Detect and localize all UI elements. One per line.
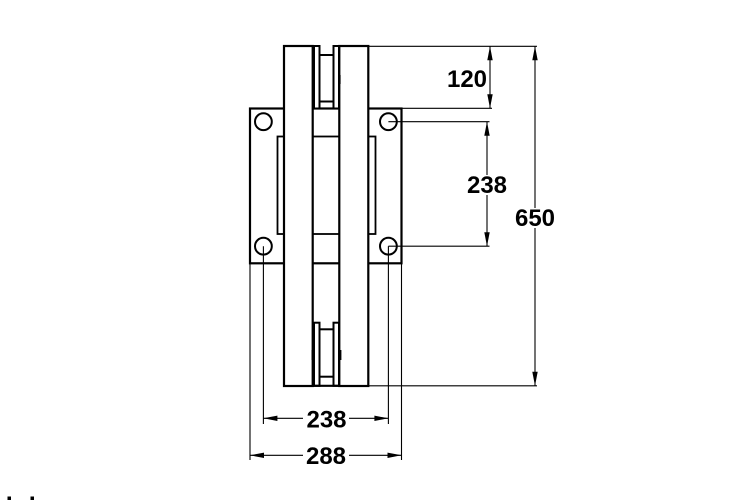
dim-label-120: 120 (447, 66, 487, 93)
dim-label-238v: 238 (467, 172, 507, 199)
dimension-top-offset: 120 (447, 46, 493, 109)
hole-top-left (254, 112, 273, 132)
arrow-left-icon (263, 415, 278, 421)
dim-label-mask (303, 446, 349, 466)
arrow-right-icon (387, 452, 402, 458)
dim-label-mask (465, 175, 509, 195)
bottom-roller-right-tick (339, 350, 342, 360)
arrow-down-icon (487, 94, 493, 109)
caption-mark (30, 496, 34, 500)
dim-label-mask (303, 409, 349, 429)
dim-label-288: 288 (306, 443, 346, 470)
top-roller (312, 45, 341, 110)
top-roller-left-tick (312, 75, 314, 84)
arrow-left-icon (250, 452, 264, 458)
dim-label-mask (513, 208, 557, 228)
cropped-caption-fragment (7, 496, 34, 500)
extension-lines (249, 45, 537, 460)
bottom-roller-left-tick (311, 350, 314, 360)
arrow-up-icon (487, 46, 493, 61)
dimension-hole-spacing-horizontal: 238 (263, 407, 389, 434)
dimension-overall-height: 650 (513, 46, 557, 386)
bottom-roller (311, 321, 342, 387)
top-roller-right-tick (339, 75, 341, 84)
arrow-right-icon (374, 415, 389, 421)
dim-label-650: 650 (515, 205, 555, 232)
dim-label-238h: 238 (306, 407, 346, 434)
caption-mark (7, 496, 11, 500)
guide-bars (282, 44, 370, 388)
left-bar (282, 44, 314, 388)
right-bar (338, 44, 370, 388)
arrow-down-icon (532, 371, 538, 386)
top-roller-wheel (318, 54, 335, 103)
arrow-up-icon (532, 46, 538, 61)
dimension-hole-spacing-vertical: 238 (465, 121, 509, 247)
dimension-base-width: 288 (250, 443, 402, 470)
bottom-roller-wheel (318, 328, 335, 378)
arrow-down-icon (484, 232, 490, 247)
arrow-up-icon (484, 121, 490, 136)
mounting-plate (248, 107, 403, 265)
